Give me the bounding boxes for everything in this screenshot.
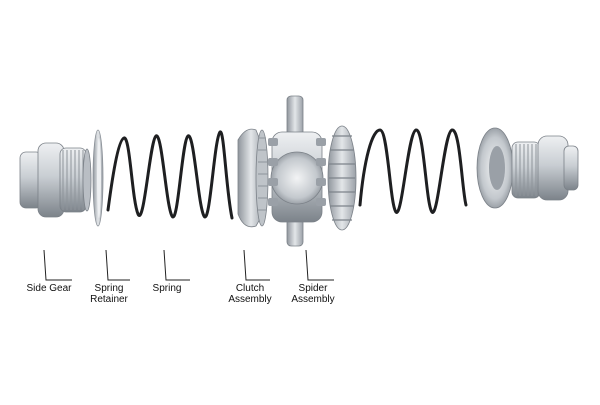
spring-right-part [358, 128, 468, 214]
label-side-gear-line1: Side Gear [26, 283, 72, 294]
label-spring-retainer-line2: Retainer [90, 294, 128, 305]
side-gear-part [19, 142, 92, 218]
label-spider-assembly-line2: Assembly [291, 294, 335, 305]
side-gear-right-part [476, 127, 579, 209]
spring-left-part [106, 130, 234, 220]
leader-lines [43, 249, 334, 281]
label-clutch-assembly-line1: Clutch [235, 283, 265, 294]
label-clutch-assembly: Clutch Assembly [225, 283, 275, 305]
label-spider-assembly: Spider Assembly [288, 283, 338, 305]
leader-spring-retainer [105, 249, 130, 281]
leader-spider-assembly [305, 249, 334, 281]
label-spring-retainer-line1: Spring [94, 283, 124, 294]
leader-clutch-assembly [243, 249, 270, 281]
label-spider-assembly-line1: Spider [298, 283, 328, 294]
spider-assembly-part [268, 95, 357, 247]
label-side-gear: Side Gear [22, 283, 76, 294]
leader-spring [163, 249, 190, 281]
label-spring-line1: Spring [152, 283, 182, 294]
label-spring: Spring [142, 283, 192, 294]
label-spring-retainer: Spring Retainer [84, 283, 134, 305]
spring-retainer-part [92, 129, 104, 227]
clutch-assembly-part [237, 128, 269, 228]
leader-side-gear [43, 249, 72, 281]
label-clutch-assembly-line2: Assembly [228, 294, 272, 305]
